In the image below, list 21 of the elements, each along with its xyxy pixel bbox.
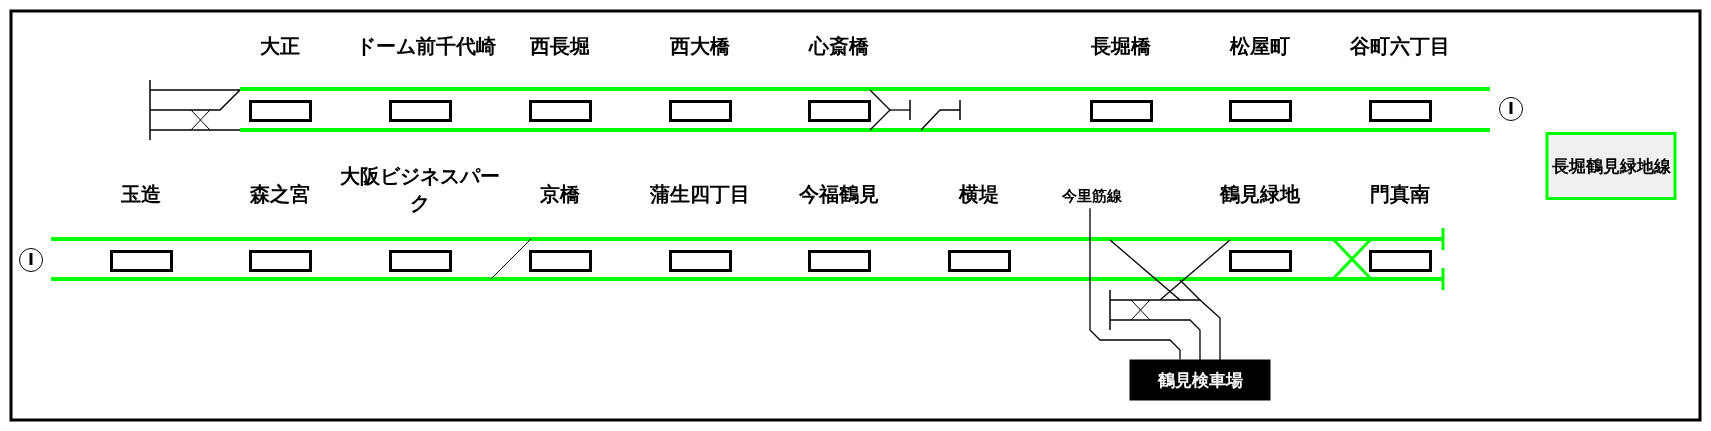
station-name: 長堀橋 [1091,32,1151,60]
station-name: 玉造 [121,180,161,208]
station-name: 森之宮 [250,180,310,208]
station-name: 京橋 [540,180,580,208]
station-name: 横堤 [959,180,999,208]
station-name: 大正 [260,32,300,60]
station-name: 鶴見緑地 [1220,180,1300,208]
station-name: 門真南 [1370,180,1430,208]
station-name: 蒲生四丁目 [650,180,750,208]
station-name: ドーム前千代崎 [356,32,496,60]
connector-line [1089,207,1181,361]
line-name: 今里筋線 [1062,185,1122,207]
station-name: 谷町六丁目 [1350,32,1450,60]
station-name: 西長堀 [530,32,590,60]
line-name-box: 長堀鶴見緑地線 [1545,132,1677,200]
station-name: 大阪ビジネスパーク [340,163,500,217]
station-name: 松屋町 [1230,32,1290,60]
depot-box: 鶴見検車場 [1129,359,1271,401]
station-name: 西大橋 [670,32,730,60]
station-name: 今福鶴見 [799,180,879,208]
station-name: 心斎橋 [809,32,869,60]
